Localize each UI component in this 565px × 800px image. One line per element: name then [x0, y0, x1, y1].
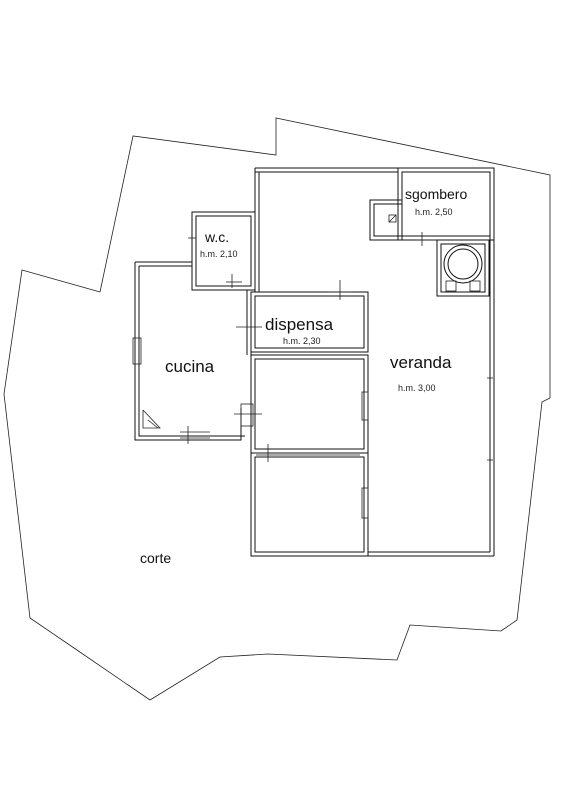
wc-walls	[188, 211, 256, 291]
corte-label: corte	[140, 550, 171, 566]
wc-label: w.c.	[204, 229, 229, 245]
dispensa-walls	[236, 280, 369, 353]
dispensa-label: dispensa	[265, 315, 334, 334]
veranda-height: h.m. 3,00	[398, 383, 436, 393]
sgombero-height: h.m. 2,50	[415, 207, 453, 217]
wc-height: h.m. 2,10	[200, 249, 238, 259]
central-rooms-walls	[250, 354, 369, 557]
dispensa-height: h.m. 2,30	[283, 336, 321, 346]
cucina-label: cucina	[165, 357, 215, 376]
sgombero-label: sgombero	[405, 186, 467, 202]
property-boundary	[3, 117, 551, 701]
round-tank	[436, 239, 490, 297]
veranda-label: veranda	[390, 353, 452, 372]
cucina-walls	[132, 261, 262, 444]
